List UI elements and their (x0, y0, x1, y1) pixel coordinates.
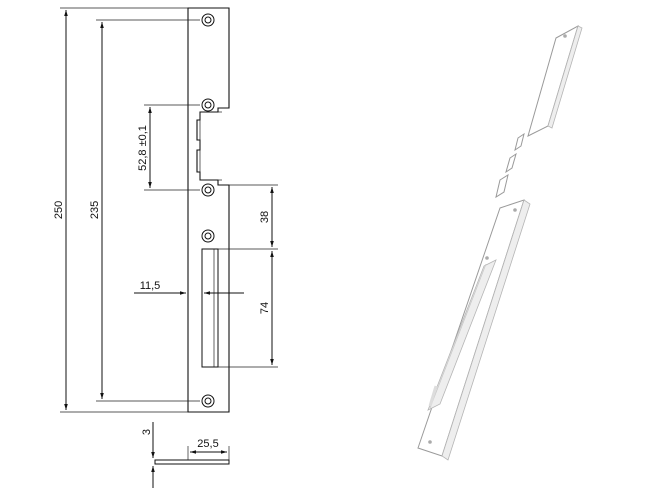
dim-hole-span: 235 (89, 201, 101, 219)
screw-hole-2 (201, 98, 215, 112)
dim-total-height: 250 (53, 201, 65, 219)
dim-recess-height: 52,8 ±0,1 (137, 125, 149, 171)
dim-thickness: 3 (141, 429, 153, 435)
screw-hole-5 (201, 394, 215, 408)
dimension-lines: 250 235 52,8 ±0,1 38 74 11,5 25,5 (53, 7, 278, 488)
screw-hole-3 (201, 183, 215, 197)
plate-outline (187, 7, 230, 413)
screw-hole-4 (201, 229, 215, 243)
screw-hole-1 (201, 13, 215, 27)
front-view (187, 7, 230, 413)
dim-slot-offset: 11,5 (140, 280, 161, 292)
dim-upper-offset: 38 (259, 211, 271, 223)
dim-slot-height: 74 (259, 302, 271, 314)
plate-section (154, 459, 230, 465)
dim-width: 25,5 (197, 438, 218, 450)
latch-slot (201, 248, 219, 368)
isometric-view (417, 24, 583, 461)
